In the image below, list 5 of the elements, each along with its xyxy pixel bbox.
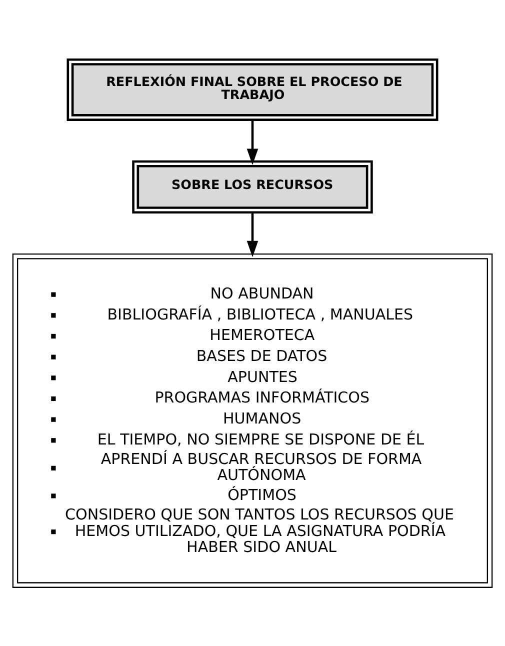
arrow <box>246 119 258 164</box>
node-box: NO ABUNDAN BIBLIOGRAFÍA , BIBLIOTECA , MANUALES HEMEROTECA BASES DE DATOS APUNTES PROGRAMAS INFORMÁTICOS HUMANOS EL TIEMPO, NO SIEMPRE SE DISPONE DE ÉL APRENDÍ A BUSCAR RECURSOS DE FORMA AUTÓNOMA ÓPTIMOS CONSIDERO QUE SON TANTOS LOS RECURSOS QUE HEMOS UTILIZADO, QUE LA ASIGNATURA PODRÍA HABER SIDO ANUAL <box>12 252 493 588</box>
arrow <box>246 212 258 257</box>
node-box: REFLEXIÓN FINAL SOBRE EL PROCESO DE TRABAJO <box>66 58 438 120</box>
node-box: SOBRE LOS RECURSOS <box>132 160 373 214</box>
